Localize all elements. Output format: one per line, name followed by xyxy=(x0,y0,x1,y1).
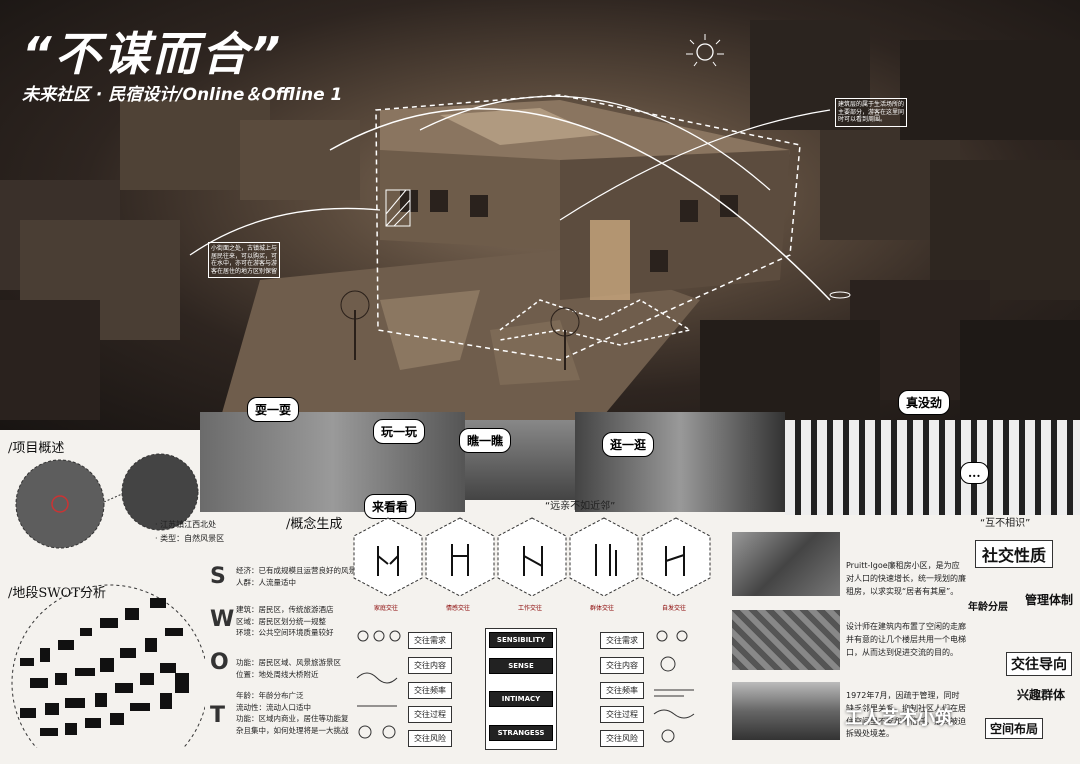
bubble-guang: 逛一逛 xyxy=(602,432,655,457)
street-photo xyxy=(575,412,785,512)
left-box-4: 交往过程 xyxy=(408,706,452,723)
left-icons xyxy=(356,630,401,739)
hero-render: “不谋而合” 未来社区 · 民宿设计/Online＆Offline 1 小街面之… xyxy=(0,0,1080,430)
left-box-2: 交往内容 xyxy=(408,657,452,674)
right-quote: “互不相识” xyxy=(980,518,1031,529)
bubble-dots: ... xyxy=(960,462,989,484)
swot-s-text: 经济：已有成规模且运营良好的风景区人群：人流量适中 xyxy=(236,566,364,587)
right-box-3: 交往频率 xyxy=(600,682,644,699)
watermark: 工人艺术小筑 xyxy=(845,708,953,729)
highrise-illustration xyxy=(785,420,1080,515)
swot-figure-ground-map xyxy=(11,584,205,748)
bubble-qiao: 瞧一瞧 xyxy=(459,428,512,453)
case-text-3: 1972年7月，因疏于管理，同时缺乏邻里关系，抑制社区人们在居住空间里不安和不信… xyxy=(846,691,966,739)
center-box-3: INTIMACY xyxy=(489,691,553,707)
left-box-1: 交往需求 xyxy=(408,632,452,649)
bubble-meijin: 真没劲 xyxy=(898,390,951,415)
right-box-5: 交往风险 xyxy=(600,730,644,747)
center-box-1: SENSIBILITY xyxy=(489,632,553,648)
project-location: · 江苏镇江西北处 xyxy=(155,520,217,529)
label-orientation: 交往导向 xyxy=(1006,652,1072,676)
swot-w-text: 建筑：居民区，传统旅游酒店区域：居民区划分统一规整环境：公共空间环境质量较好 xyxy=(236,605,334,638)
center-box-4: STRANGESS xyxy=(489,725,553,741)
page-title: “不谋而合” xyxy=(22,27,284,81)
concept-title: /概念生成 xyxy=(286,517,343,532)
bubble-wan: 玩一玩 xyxy=(373,419,426,444)
swot-letter-o: O xyxy=(210,650,229,675)
page-subtitle: 未来社区 · 民宿设计/Online＆Offline 1 xyxy=(22,85,343,105)
city-model-illustration xyxy=(0,20,1080,430)
bubble-shua: 耍一耍 xyxy=(247,397,300,422)
case-text-1: Pruitt-Igoe廉租房小区，是为应对人口的快速增长，统一规划的廉租房，以求… xyxy=(846,561,966,596)
hex-label-5: 自发交往 xyxy=(662,605,687,612)
project-type: · 类型：自然风景区 xyxy=(155,534,225,543)
project-title: /项目概述 xyxy=(8,441,65,456)
right-box-4: 交往过程 xyxy=(600,706,644,723)
hex-label-1: 家庭交往 xyxy=(374,605,399,612)
label-social: 社交性质 xyxy=(975,540,1054,568)
label-space: 空间布局 xyxy=(985,718,1044,739)
label-management: 管理体制 xyxy=(1025,593,1074,607)
swot-letter-t: T xyxy=(210,703,226,728)
hexagon-row xyxy=(353,517,711,597)
label-interest: 兴趣群体 xyxy=(1017,688,1066,702)
center-box-2: SENSE xyxy=(489,658,553,674)
swot-o-text: 功能：居民区域、风景旅游景区位置：地处周线大桥附近 xyxy=(236,658,341,679)
swot-letter-s: S xyxy=(210,564,226,589)
swot-title: /地段SWOT分析 xyxy=(8,586,106,601)
hex-label-3: 工作交往 xyxy=(518,605,543,612)
swot-t-text: 年龄：年龄分布广泛流动性：流动人口适中功能：区域内商业，居住等功能复杂且集中，如… xyxy=(236,691,349,735)
case-text-2: 设计师在建筑内布置了空闲的走廊并有意的让几个楼层共用一个电梯口，从而达到促进交流… xyxy=(846,622,966,657)
hex-label-2: 情感交往 xyxy=(446,605,471,612)
market-photo-1 xyxy=(200,412,465,512)
case-photo-2 xyxy=(732,610,840,670)
right-box-2: 交往内容 xyxy=(600,657,644,674)
site-map-circles xyxy=(15,453,199,549)
right-icons xyxy=(653,630,695,743)
swot-letter-w: W xyxy=(210,607,235,632)
right-box-1: 交往需求 xyxy=(600,632,644,649)
hero-note-right: 建筑层的属于生活场所的主要部分，游客在这里同时可以看到周围。 xyxy=(835,98,907,127)
left-box-3: 交往频率 xyxy=(408,682,452,699)
hex-label-4: 群体交往 xyxy=(590,605,615,612)
left-box-5: 交往风险 xyxy=(408,730,452,747)
hero-note-left: 小街面之处，古镇城上与居民往来，可以购买，可在水中，亦可在游客与游客在居住的地方… xyxy=(208,242,280,278)
case-photo-1 xyxy=(732,532,840,596)
label-age: 年龄分层 xyxy=(968,602,1008,613)
concept-quote: “远亲不如近邻” xyxy=(545,501,616,512)
case-photo-3 xyxy=(732,682,840,740)
